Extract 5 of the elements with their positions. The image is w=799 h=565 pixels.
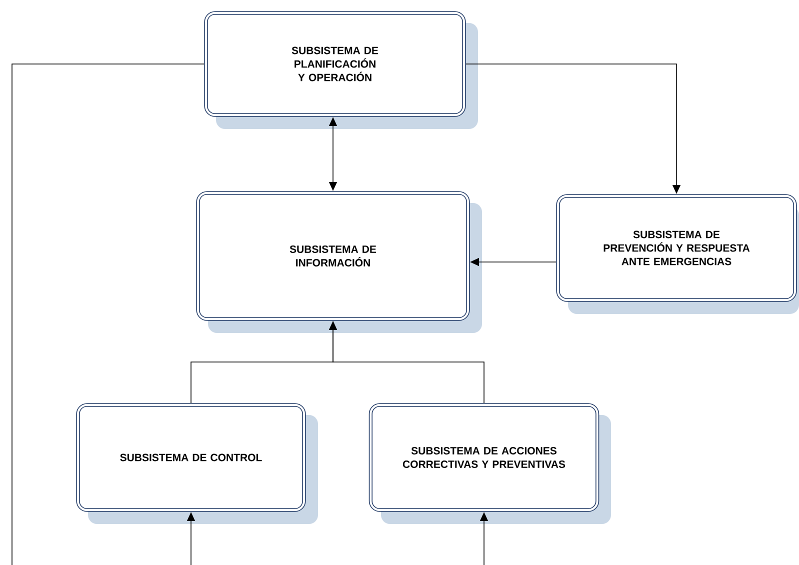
subsystem-box: SUBSISTEMA DE PREVENCIÓN Y RESPUESTA ANTE EMERGENCIAS <box>556 194 799 314</box>
subsystem-box: SUBSISTEMA DE PLANIFICACIÓN Y OPERACIÓN <box>204 11 478 129</box>
subsystem-box: SUBSISTEMA DE ACCIONES CORRECTIVAS Y PREVENTIVAS <box>368 403 611 524</box>
subsystem-box: SUBSISTEMA DE CONTROL <box>76 403 318 524</box>
subsystem-box: SUBSISTEMA DE INFORMACIÓN <box>196 191 482 333</box>
